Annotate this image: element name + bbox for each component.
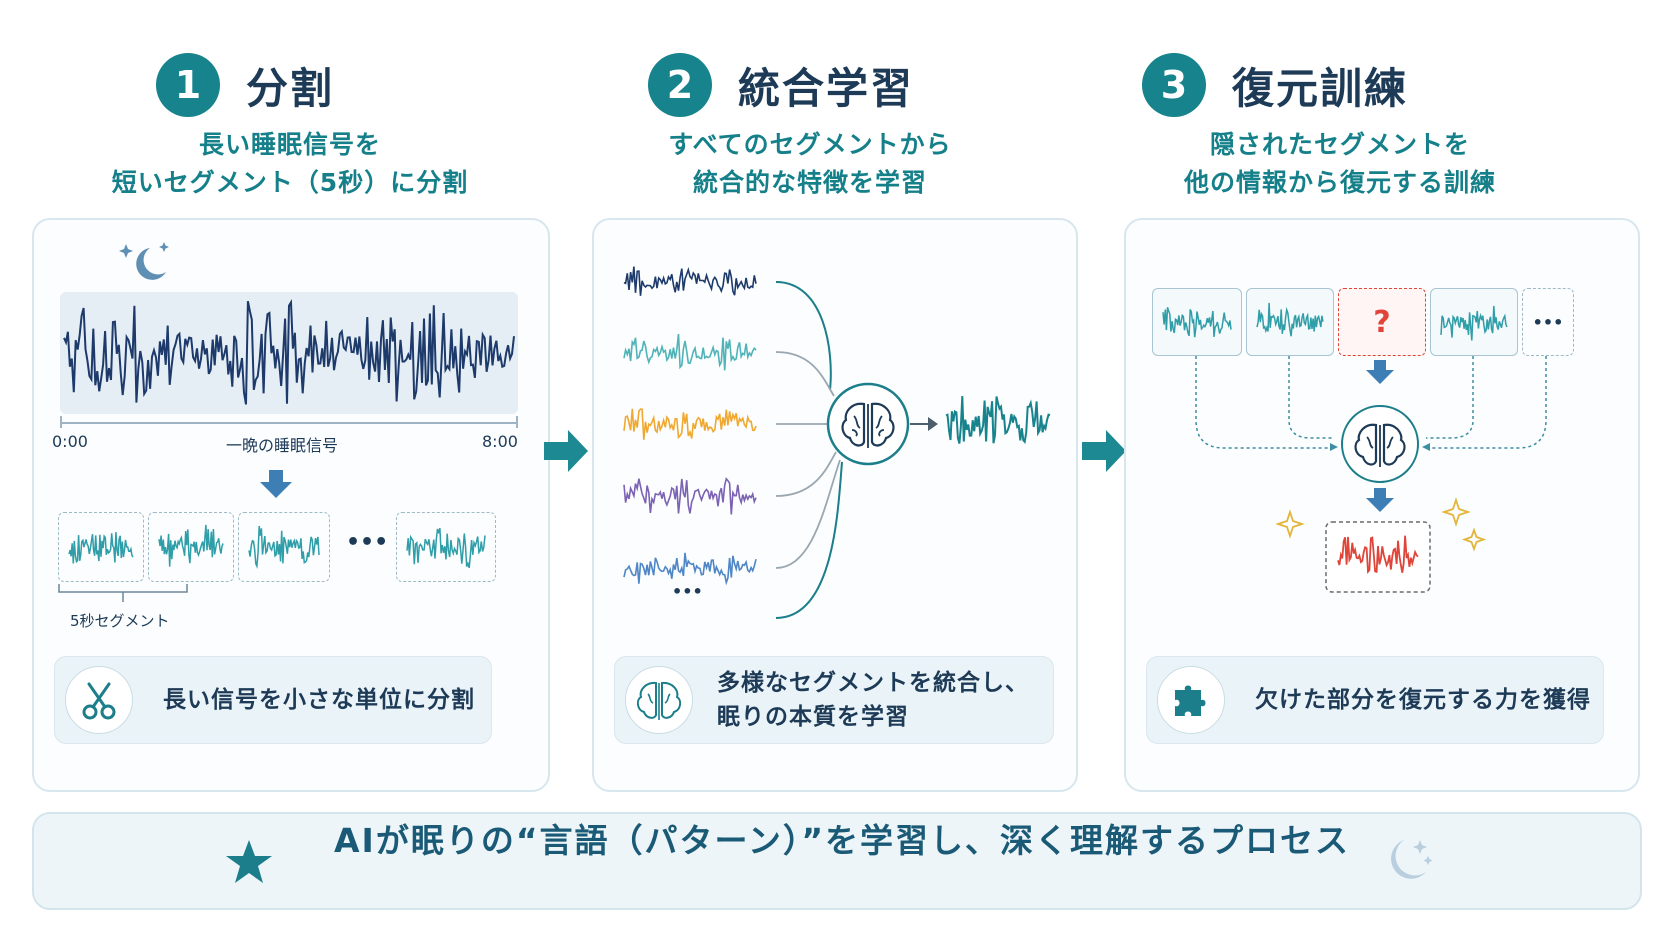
connector [775,281,832,391]
segment-box [1246,288,1334,356]
step-3-number: 3 [1142,53,1206,117]
time-end: 8:00 [482,432,518,451]
segment-box [148,512,234,582]
down-arrow-icon [1366,488,1394,512]
integration-diagram [623,266,1051,619]
segment-ellipsis: ••• [346,530,389,555]
right-arrow-icon [544,430,588,472]
star-icon [226,840,272,883]
step-3-desc-line1: 隠されたセグメントを [1209,130,1470,159]
caption-integrate-line2: 眠りの本質を学習 [717,704,909,730]
down-arrow-icon [1366,360,1394,384]
step-2-header: 2 統合学習 [648,50,914,120]
dotted-connector [1195,356,1336,449]
step-3-description: 隠されたセグメントを 他の情報から復元する訓練 [1110,126,1570,202]
segment-box [396,512,496,582]
brain-icon [1354,423,1406,467]
step-3-title: 復元訓練 [1232,63,1409,113]
caption-split-text: 長い信号を小さな単位に分割 [163,687,475,713]
segment-box [1152,288,1242,356]
step-2-title: 統合学習 [738,63,915,113]
caption-integrate-text: 多様なセグメントを統合し、 眠りの本質を学習 [717,666,1029,734]
segment-label: 5秒セグメント [70,612,170,630]
timeline-tick-start [60,416,62,428]
sparkle-icon [1441,497,1471,527]
step-2-desc-line2: 統合的な特徴を学習 [692,168,927,197]
connector [775,461,843,619]
down-arrow-icon [260,470,292,498]
caption-split: 長い信号を小さな単位に分割 [54,656,492,744]
arrowhead [1422,443,1430,451]
moon-stars-icon [1391,840,1433,879]
step-2-description: すべてのセグメントから 統合的な特徴を学習 [600,126,1020,202]
connector [775,351,835,397]
connector [775,451,837,497]
input-wave-2 [623,334,757,371]
connector [775,459,841,569]
input-wave-4 [623,477,757,515]
footer-text: AIが眠りの“言語（パターン）”を学習し、深く理解するプロセス [334,821,1351,860]
step-1-description: 長い睡眠信号を 短いセグメント（5秒）に分割 [80,126,500,202]
timeline-axis [60,422,518,424]
output-arrowhead [928,417,938,431]
panel-reconstruction-training: ? ••• 欠けた部 [1124,218,1640,792]
signal-label: 一晩の睡眠信号 [226,436,339,455]
sparkle-icon [1275,509,1305,539]
masked-segment: ? [1338,288,1426,356]
timeline-tick-end [516,416,518,428]
step-1-title: 分割 [246,63,335,113]
step-1-desc-line2: 短いセグメント（5秒）に分割 [111,168,469,197]
moon-stars-icon [119,242,169,280]
brain-icon [625,666,693,734]
input-wave-1 [623,266,757,296]
input-wave-5 [623,552,757,586]
right-arrow-icon [1082,430,1126,472]
dotted-connector [1426,356,1547,449]
puzzle-piece-icon [1157,666,1225,734]
step-3-header: 3 復元訓練 [1142,50,1408,120]
step-3-desc-line2: 他の情報から復元する訓練 [1183,168,1496,197]
step-1-desc-line1: 長い睡眠信号を [198,130,381,159]
step-1-header: 1 分割 [156,50,334,120]
caption-restore: 欠けた部分を復元する力を獲得 [1146,656,1604,744]
step-2-number: 2 [648,53,712,117]
panel-integrated-learning: ••• 多様なセグメントを統合し、 眠りの本質を学習 [592,218,1078,792]
time-start: 0:00 [52,432,88,451]
footer-banner: AIが眠りの“言語（パターン）”を学習し、深く理解するプロセス [32,812,1642,910]
dotted-connector [1426,356,1474,439]
caption-integrate: 多様なセグメントを統合し、 眠りの本質を学習 [614,656,1054,744]
segment-bracket [58,584,188,602]
arrowhead [1330,443,1338,451]
sparkle-icon [1461,527,1487,552]
step-1-number: 1 [156,53,220,117]
segment-box [58,512,144,582]
scissors-icon [65,666,133,734]
long-waveform [63,299,515,405]
sleep-signal-area [60,292,518,414]
dotted-connector [1288,356,1334,439]
reconstructed-wave [1337,535,1419,575]
brain-icon [841,402,895,448]
reconstruction-diagram [1195,356,1547,593]
segment-ellipsis: ••• [1522,288,1574,356]
panel-split: 0:00 一晩の睡眠信号 8:00 ••• 5秒セグメント 長い信号を小さな単位… [32,218,550,792]
step-2-desc-line1: すべてのセグメントから [668,130,952,159]
output-wave [945,396,1051,445]
segment-box [238,512,330,582]
caption-restore-text: 欠けた部分を復元する力を獲得 [1255,687,1591,713]
wave-ellipsis: ••• [672,582,703,601]
segment-box [1430,288,1518,356]
caption-integrate-line1: 多様なセグメントを統合し、 [717,670,1029,696]
input-wave-3 [623,408,757,440]
